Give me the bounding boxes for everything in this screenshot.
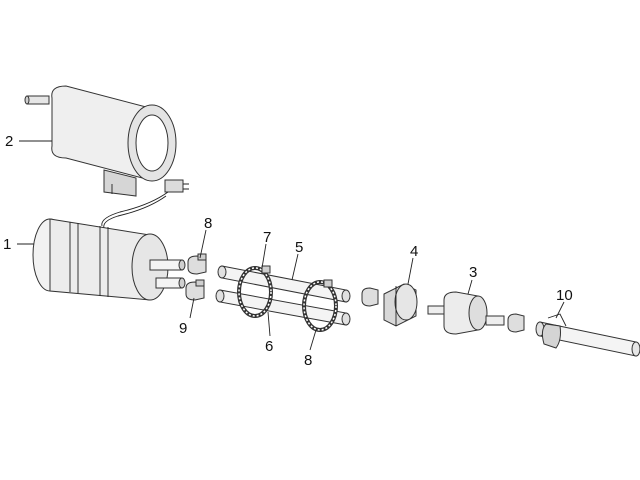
filter-cap-part-4 [383, 283, 418, 327]
callout-7: 7 [263, 229, 271, 246]
callout-9-upper: 8 [204, 215, 212, 232]
callout-9-lower: 9 [179, 320, 187, 337]
leader-lines [17, 140, 565, 351]
callout-1: 1 [3, 236, 11, 253]
callout-labels: 2 1 8 9 7 5 6 8 4 3 10 [3, 133, 573, 369]
fuel-filter-part-3 [427, 291, 505, 335]
band-clamp-part-7 [237, 265, 273, 318]
clamp-small-mid [361, 287, 379, 307]
pump-housing-part-2 [24, 85, 189, 197]
band-clamp-part-8 [302, 279, 338, 332]
clamp-part-9-lower [185, 279, 205, 301]
hose-part-5 [217, 265, 351, 303]
callout-5: 5 [295, 239, 303, 256]
fuel-pump-part-1 [32, 218, 186, 301]
callout-6: 6 [265, 338, 273, 355]
callout-4: 4 [410, 243, 418, 260]
callout-8: 8 [304, 352, 312, 369]
callout-3: 3 [469, 264, 477, 281]
callout-2: 2 [5, 133, 13, 150]
callout-10: 10 [556, 287, 573, 304]
outlet-hose-part-10 [535, 313, 640, 357]
clamp-part-9-upper [187, 253, 207, 275]
clamp-small-right [507, 313, 525, 333]
